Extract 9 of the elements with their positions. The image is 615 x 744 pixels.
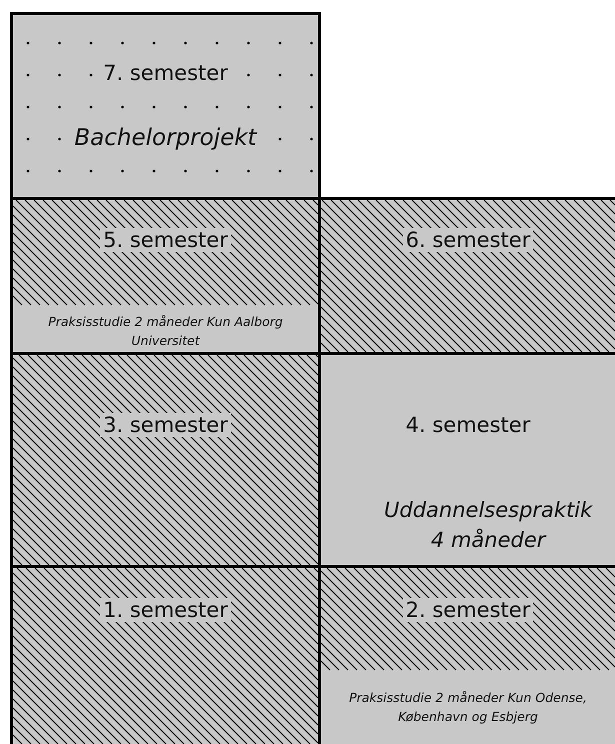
semester-title: 5. semester (100, 228, 231, 252)
semester-block (10, 197, 321, 355)
semester-title: 2. semester (402, 598, 534, 622)
semester-title: 6. semester (402, 228, 534, 252)
semester-block (318, 352, 615, 568)
semester-block (10, 12, 321, 200)
semester-block (318, 565, 615, 744)
semester-title: 1. semester (100, 598, 231, 622)
semester-title: 3. semester (100, 413, 231, 437)
